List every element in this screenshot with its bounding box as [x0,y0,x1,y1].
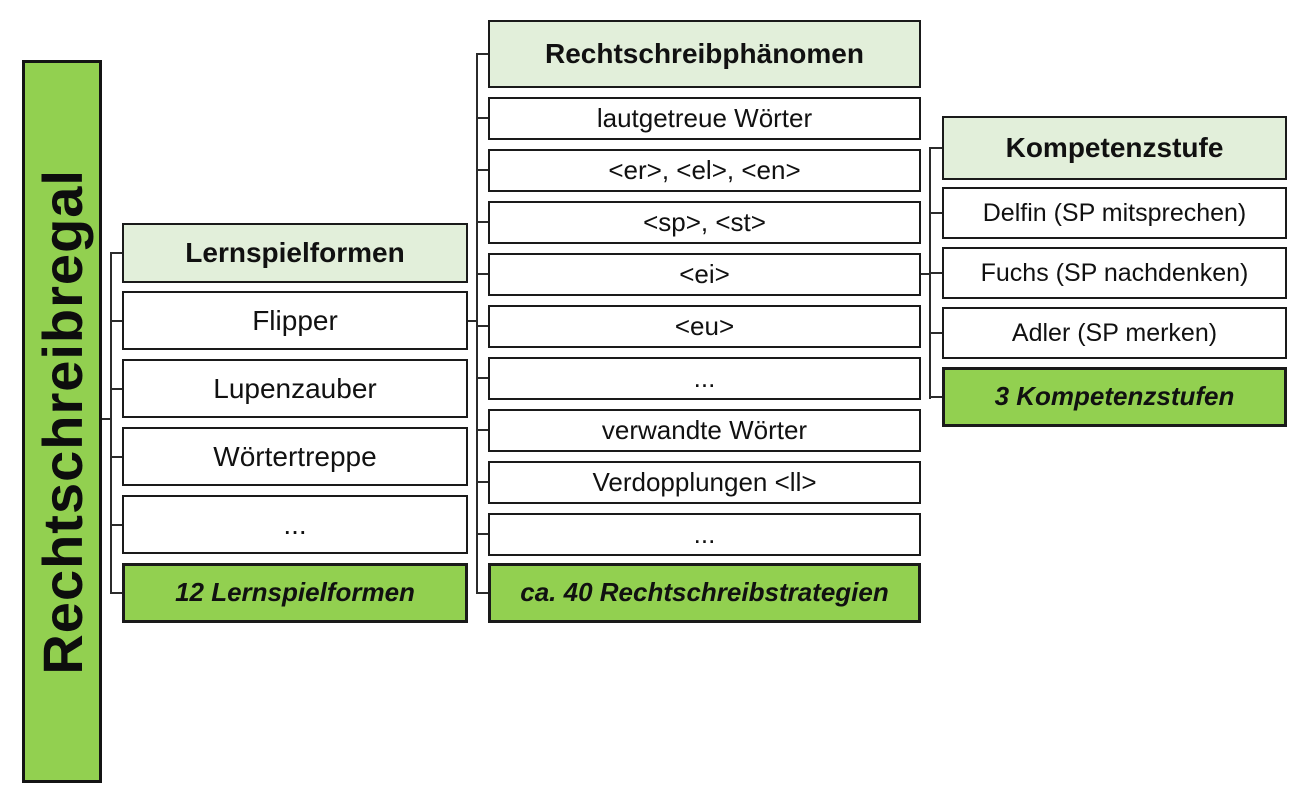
connector-col1-stub-2 [110,388,123,390]
item-woertertreppe: Wörtertreppe [122,427,468,486]
connector-col2-stub-5 [476,325,489,327]
item-adler: Adler (SP merken) [942,307,1287,359]
connector-col3-stub-2 [929,272,943,274]
summary-kompetenzstufen-count: 3 Kompetenzstufen [942,367,1287,427]
item-er-el-en: <er>, <el>, <en> [488,149,921,192]
connector-col2-spine [476,53,478,594]
item-col2-ellipsis-2: ... [488,513,921,556]
connector-col1-stub-4 [110,524,123,526]
item-ei: <ei> [488,253,921,296]
connector-col1-spine [110,252,112,594]
connector-col1-stub-summary [110,592,123,594]
connector-col2-stub-2 [476,169,489,171]
kompetenzstufe-header: Kompetenzstufe [942,116,1287,180]
rechtschreibphaenomen-header: Rechtschreibphänomen [488,20,921,88]
connector-col3-stub-1 [929,212,943,214]
item-delfin: Delfin (SP mitsprechen) [942,187,1287,239]
item-col2-ellipsis-1: ... [488,357,921,400]
connector-root-stub [102,418,112,420]
connector-col1-stub-header [110,252,123,254]
connector-col3-stub-3 [929,332,943,334]
item-verdopplungen-ll: Verdopplungen <ll> [488,461,921,504]
item-eu: <eu> [488,305,921,348]
connector-col2-stub-7 [476,429,489,431]
connector-col2-stub-6 [476,377,489,379]
item-col1-ellipsis: ... [122,495,468,554]
connector-col2-stub-8 [476,481,489,483]
connector-col2-stub-summary [476,592,489,594]
connector-col1-stub-3 [110,456,123,458]
connector-col1-stub-1 [110,320,123,322]
item-sp-st: <sp>, <st> [488,201,921,244]
connector-col2-stub-1 [476,117,489,119]
connector-col2-stub-4 [476,273,489,275]
connector-col2-stub-3 [476,221,489,223]
item-lupenzauber: Lupenzauber [122,359,468,418]
item-fuchs: Fuchs (SP nachdenken) [942,247,1287,299]
item-flipper: Flipper [122,291,468,350]
summary-lernspielformen-count: 12 Lernspielformen [122,563,468,623]
connector-col2-stub-9 [476,533,489,535]
root-label: Rechtschreibregal [30,168,94,675]
lernspielformen-header: Lernspielformen [122,223,468,283]
summary-rechtschreibstrategien-count: ca. 40 Rechtschreibstrategien [488,563,921,623]
item-verwandte-woerter: verwandte Wörter [488,409,921,452]
connector-ei-stub [919,273,931,275]
connector-col2-stub-header [476,53,489,55]
root-bar: Rechtschreibregal [22,60,102,783]
connector-flipper-stub [467,320,478,322]
connector-col3-stub-header [929,147,943,149]
item-lautgetreue-woerter: lautgetreue Wörter [488,97,921,140]
connector-col3-stub-summary [929,396,943,398]
